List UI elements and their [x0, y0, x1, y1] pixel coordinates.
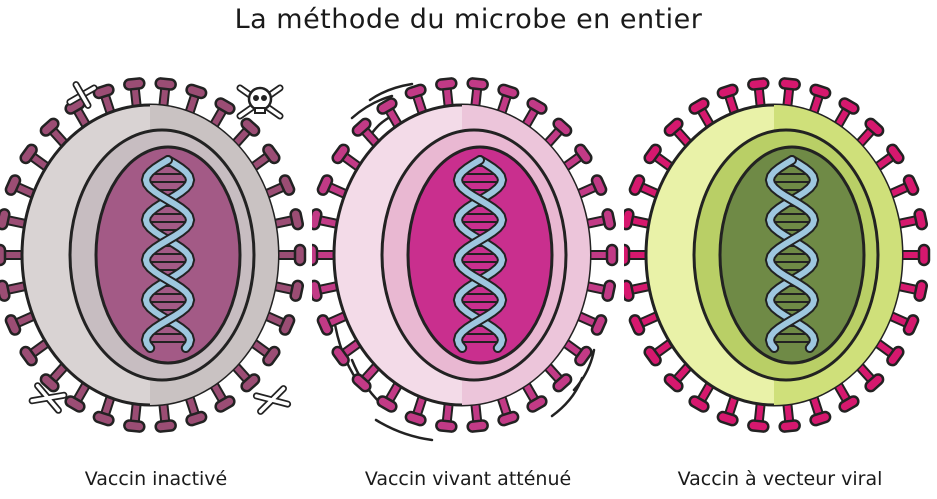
- spike-protein: [524, 381, 548, 413]
- virus-illustration-live-attenuated: [312, 60, 624, 460]
- spike-protein: [663, 117, 691, 147]
- spike-protein: [212, 381, 236, 413]
- caption-inactivated: Vaccin inactivé: [0, 468, 312, 490]
- spike-protein: [688, 381, 712, 413]
- spike-protein: [250, 143, 281, 169]
- crossbones-icon: [256, 389, 287, 412]
- spike-protein: [331, 143, 362, 169]
- spike-protein: [836, 381, 860, 413]
- spike-protein: [643, 143, 674, 169]
- spike-protein: [19, 143, 50, 169]
- spike-protein: [857, 117, 885, 147]
- spike-protein: [874, 341, 905, 367]
- spike-protein: [643, 341, 674, 367]
- spike-protein: [233, 117, 261, 147]
- spike-protein: [316, 314, 348, 336]
- caption-live-attenuated: Vaccin vivant atténué: [312, 468, 624, 490]
- spike-protein: [212, 97, 236, 129]
- spike-protein: [4, 174, 36, 196]
- spike-protein: [562, 143, 593, 169]
- spike-protein: [874, 143, 905, 169]
- spike-protein: [19, 341, 50, 367]
- spike-protein: [233, 363, 261, 393]
- spike-protein: [524, 97, 548, 129]
- spike-protein: [628, 174, 660, 196]
- panel-live-attenuated-vaccine: Vaccin vivant atténué: [312, 60, 624, 499]
- spike-protein: [628, 314, 660, 336]
- spike-protein: [376, 381, 400, 413]
- virus-illustration-inactivated: [0, 60, 312, 460]
- spike-protein: [836, 97, 860, 129]
- panel-viral-vector-vaccine: Vaccin à vecteur viral: [624, 60, 936, 499]
- spike-protein: [887, 314, 919, 336]
- spike-protein: [4, 314, 36, 336]
- spike-protein: [331, 341, 362, 367]
- spike-protein: [545, 363, 573, 393]
- spike-protein: [39, 117, 67, 147]
- spike-protein: [887, 174, 919, 196]
- spike-protein: [64, 381, 88, 413]
- spike-protein: [545, 117, 573, 147]
- panel-inactivated-vaccine: Vaccin inactivé: [0, 60, 312, 499]
- spike-protein: [575, 314, 607, 336]
- spike-protein: [316, 174, 348, 196]
- spike-protein: [263, 314, 295, 336]
- spike-protein: [857, 363, 885, 393]
- spike-protein: [688, 97, 712, 129]
- spike-protein: [250, 341, 281, 367]
- skull-crossbones-icon: [240, 88, 280, 116]
- spike-protein: [575, 174, 607, 196]
- spike-protein: [663, 363, 691, 393]
- virus-illustration-viral-vector: [624, 60, 936, 460]
- spike-protein: [562, 341, 593, 367]
- spike-protein: [351, 117, 379, 147]
- spike-protein: [263, 174, 295, 196]
- page-title: La méthode du microbe en entier: [0, 4, 937, 35]
- caption-viral-vector: Vaccin à vecteur viral: [624, 468, 936, 490]
